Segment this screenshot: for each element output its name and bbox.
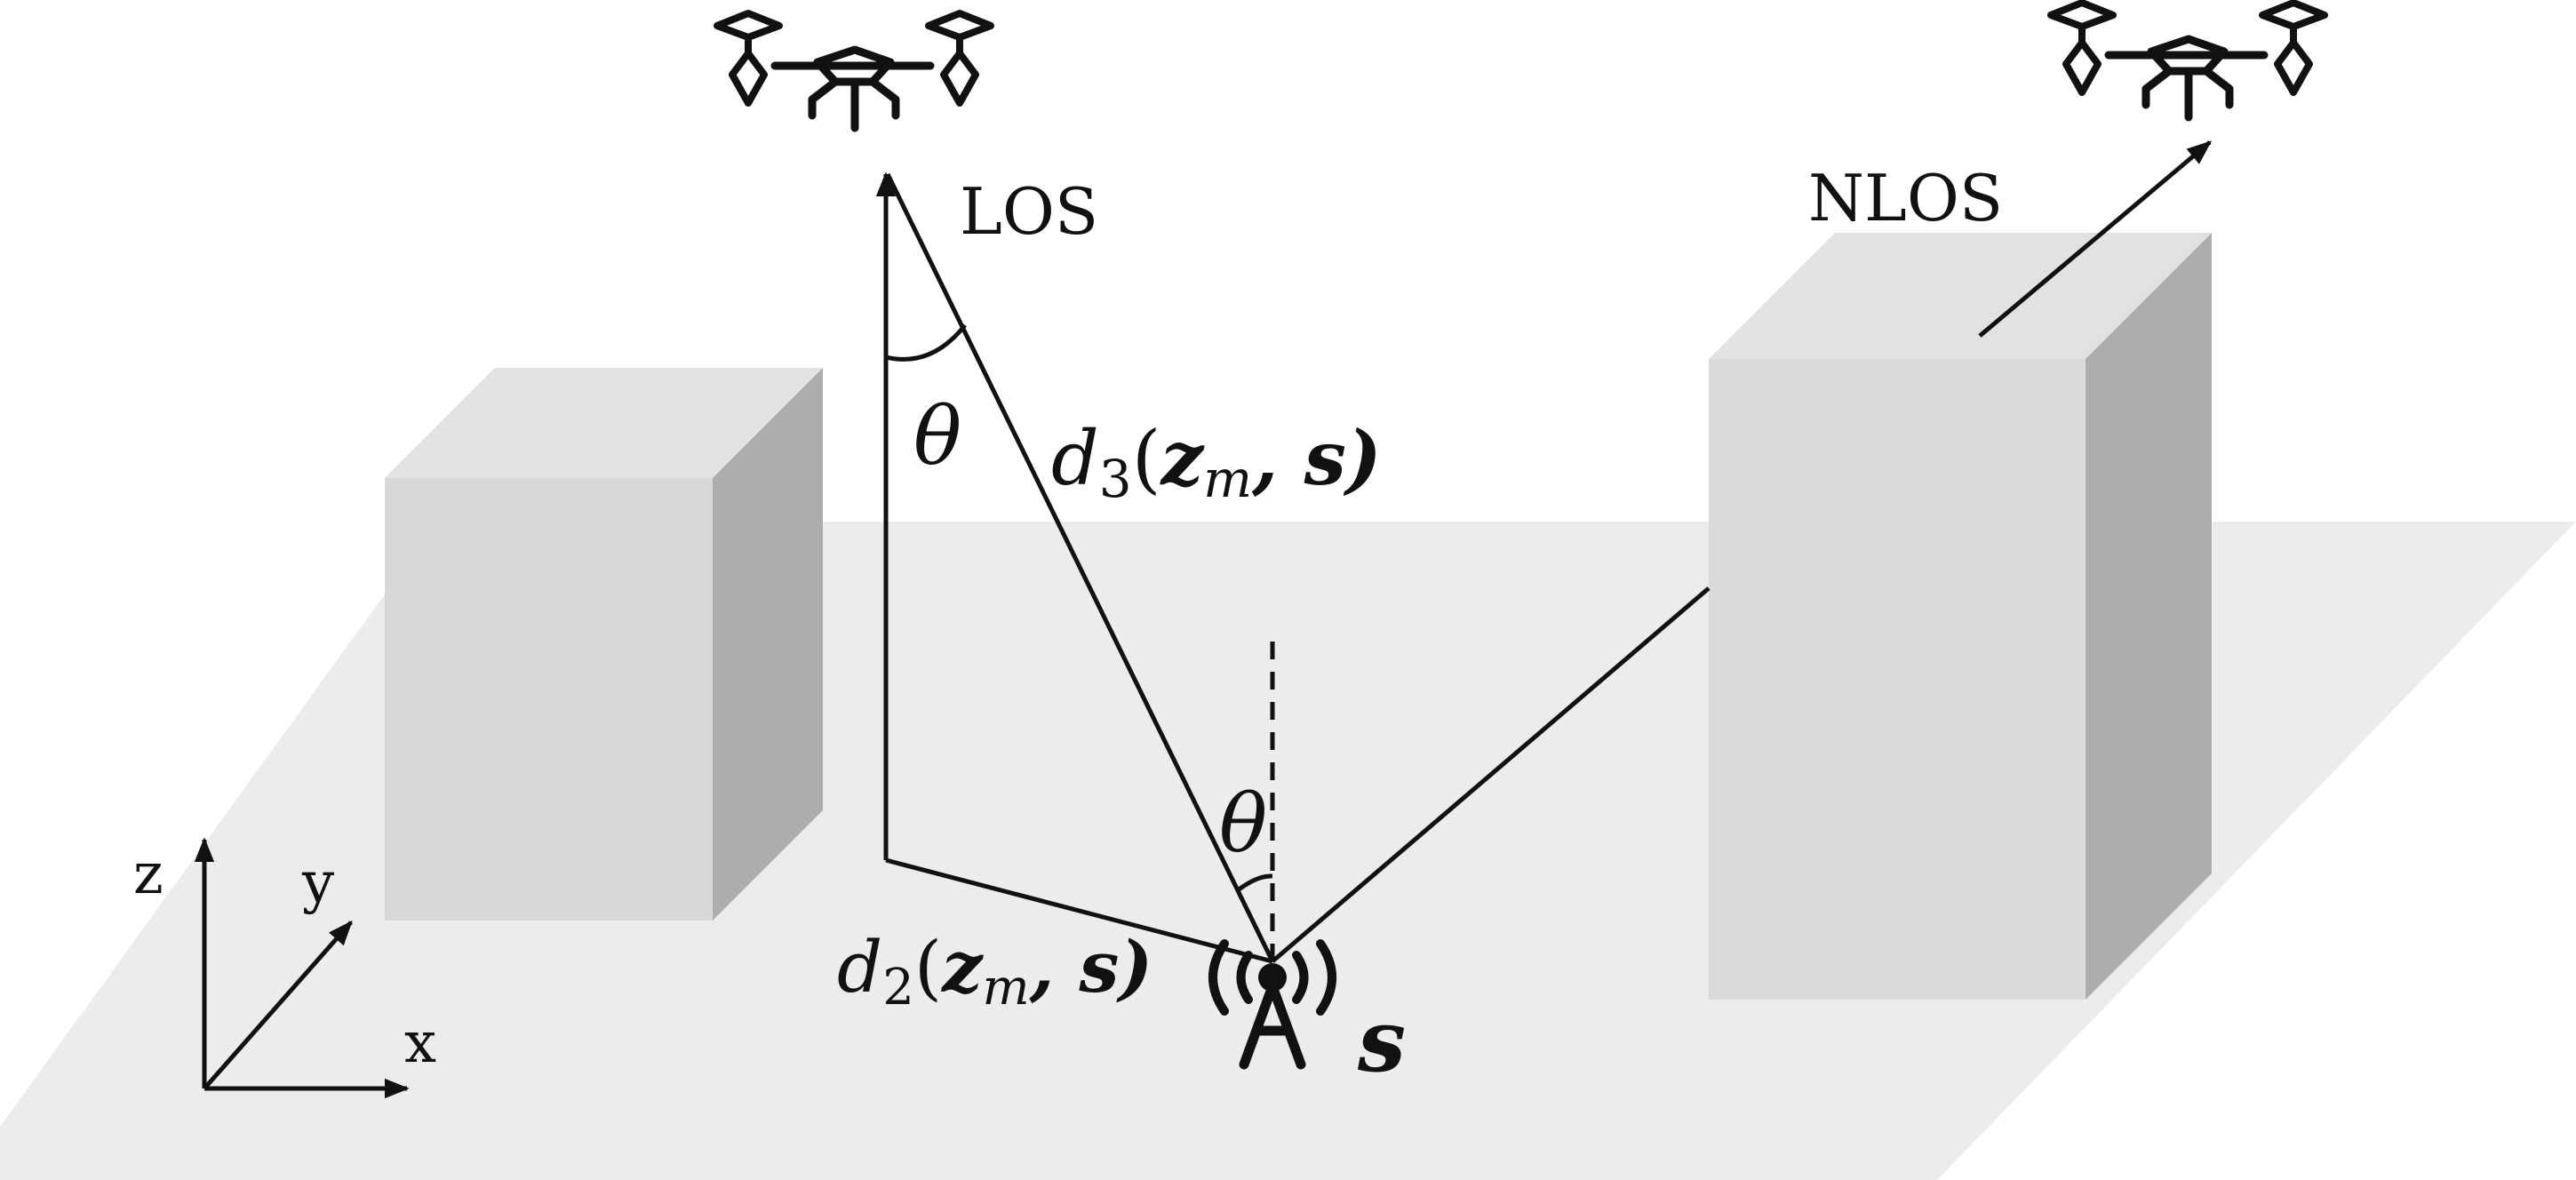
d3-main: d [1051,415,1099,502]
d2-distance-label: d2(zm, s) [837,925,1152,1017]
d2-subscript: 2 [882,959,914,1017]
building-right [1709,233,2212,1000]
theta-label-top: θ [913,390,961,483]
antenna-tower-icon [1208,939,1336,1070]
nlos-path-to-building [1271,586,1711,963]
z-axis-label: z [133,841,163,907]
x-axis-label: x [404,1010,436,1076]
theta-label-bottom: θ [1219,777,1267,871]
d2-m: m [983,959,1030,1017]
d2-z: z [940,925,984,1009]
geometry-lines [875,140,2213,964]
drone-icon [717,13,991,128]
station-label: s [1357,991,1406,1091]
los-label: LOS [960,174,1098,249]
los-path-d3 [885,172,1275,963]
y-axis [203,920,353,1090]
d2-main: d [837,926,882,1009]
d3-distance-label: d3(zm, s) [1051,414,1382,509]
y-axis-label: y [301,850,334,916]
d3-z: z [1159,414,1205,502]
d2-open-paren: ( [914,926,942,1009]
angle-arc-bottom [1236,873,1273,892]
drone-icon [2051,3,2325,117]
coordinate-axes [194,837,410,1099]
horizontal-distance-d2 [885,857,1273,964]
d3-subscript: 3 [1099,449,1132,509]
d3-open-paren: ( [1132,415,1161,502]
nlos-label: NLOS [1808,161,2003,235]
nlos-path-beyond-building [1978,140,2213,338]
d3-m: m [1203,449,1252,509]
d3-rest: , s) [1251,414,1382,502]
d2-rest: , s) [1029,925,1153,1009]
angle-arc-top [885,323,967,362]
building-left [385,368,823,921]
